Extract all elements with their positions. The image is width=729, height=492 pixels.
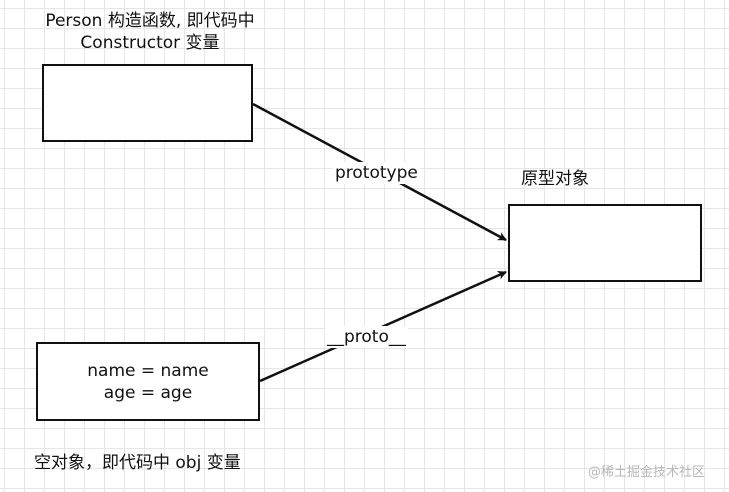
empty-object-label: 空对象，即代码中 obj 变量 (34, 453, 241, 473)
watermark: @稀土掘金技术社区 (588, 465, 706, 480)
constructor-label-line2: Constructor 变量 (80, 33, 220, 53)
edge-proto-label: __proto__ (325, 326, 408, 348)
prototype-object-box (508, 204, 702, 282)
empty-object-field-age: age = age (103, 383, 193, 403)
constructor-label: Person 构造函数, 即代码中 Constructor 变量 (30, 10, 270, 54)
constructor-label-line1: Person 构造函数, 即代码中 (45, 11, 255, 31)
edge-prototype-label: prototype (333, 162, 420, 184)
empty-object-field-name: name = name (87, 361, 209, 381)
empty-object-content: name = name age = age (38, 360, 258, 404)
constructor-box (42, 64, 253, 142)
empty-object-box: name = name age = age (36, 342, 260, 421)
prototype-object-label: 原型对象 (521, 169, 589, 189)
